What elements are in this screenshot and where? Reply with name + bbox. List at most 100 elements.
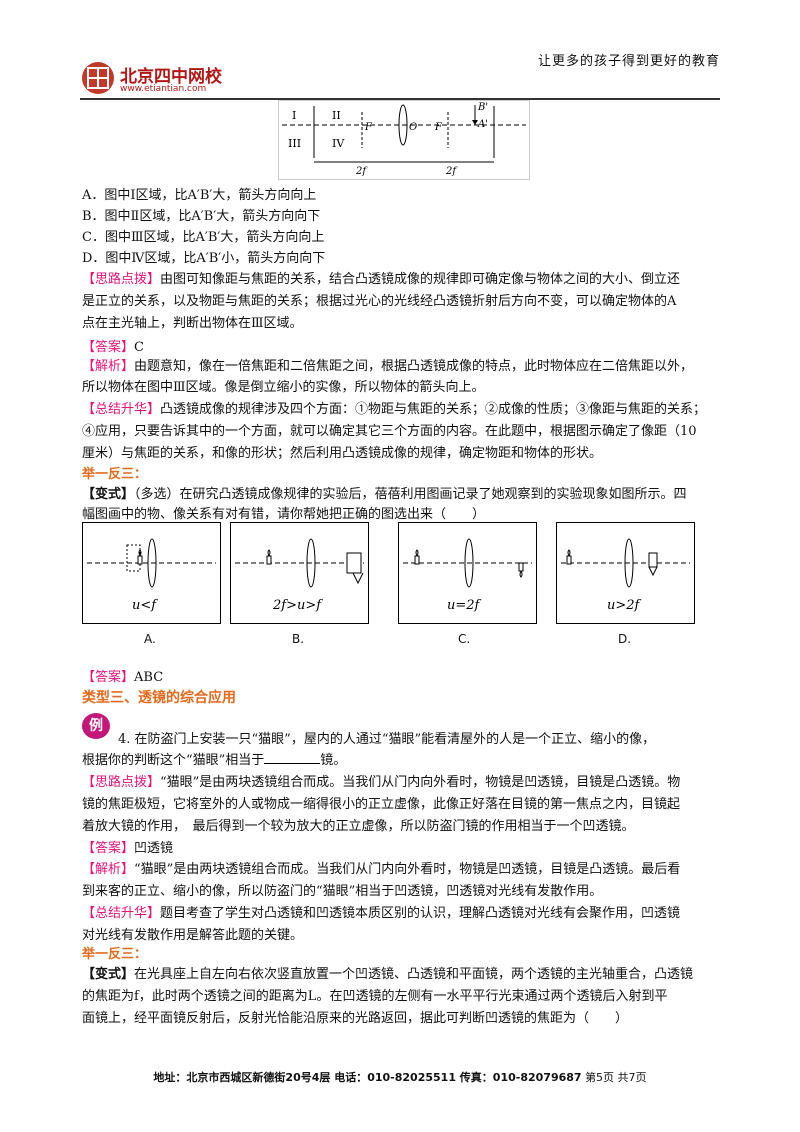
- option-d: D．图中Ⅳ区域，比A′B′小，箭头方向向下: [82, 251, 326, 266]
- distance-label-left: 2f: [355, 166, 368, 177]
- flame: [567, 549, 571, 557]
- variant1-line-2: 幅图画中的物、像关系有对有错，请你帮她把正确的图选出来（ ）: [82, 507, 486, 522]
- q1-answer-tag: 【答案】: [82, 340, 135, 355]
- q1-summary-text-1: 凸透镜成像的规律涉及四个方面：①物距与焦距的关系；②成像的性质；③像距与焦距的关…: [160, 402, 707, 417]
- logo-url: www.etiantian.com: [120, 84, 207, 94]
- panel-c-drawing: u=2f: [403, 538, 532, 613]
- q4-summary-tag: 【总结升华】: [82, 906, 161, 921]
- q1-hint-line-2: 是正立的关系，以及物距与焦距的关系；根据过光心的光线经凸透镜折射后方向不变，可以…: [82, 294, 677, 309]
- convex-lens: [464, 538, 474, 588]
- candle: [266, 555, 272, 565]
- school-logo: 北京四中网校 www.etiantian.com: [80, 60, 260, 98]
- q4-summary-line-2: 对光线有发散作用是解答此题的关键。: [82, 928, 304, 943]
- convex-lens: [398, 104, 408, 146]
- option-a: A．图中Ⅰ区域，比A′B′大，箭头方向向上: [82, 188, 317, 203]
- q1-analysis-line-2: 所以物体在图中Ⅲ区域。像是倒立缩小的实像，所以物体的箭头向上。: [82, 380, 485, 395]
- q4-answer-line: 【答案】凹透镜: [82, 841, 173, 857]
- logo-name: 北京四中网校: [120, 67, 222, 87]
- distance-label-right: 2f: [445, 166, 458, 177]
- inverted-image: [352, 572, 364, 585]
- q4-hint-text-1: “猫眼”是由两块透镜组合而成。当我们从门内向外看时，物镜是凹透镜，目镜是凸透镜。…: [160, 775, 681, 790]
- q1-summary-line-3: 厘米）与焦距的关系，和像的形状；然后利用凸透镜成像的规律，确定物距和物体的形状。: [82, 446, 603, 461]
- q1-analysis-line-1: 【解析】由题意知，像在一倍焦距和二倍焦距之间，根据凸透镜成像的特点，此时物体应在…: [82, 359, 693, 375]
- header-rule: [80, 98, 720, 100]
- optical-center-label: O: [409, 122, 417, 133]
- variant2-line-3: 面镜上，经平面镜反射后，反射光恰能沿原来的光路返回，据此可判断凹透镜的焦距为（ …: [82, 1011, 629, 1026]
- q4-analysis-text-1: “猫眼”是由两块透镜组合而成。当我们从门内向外看时，物镜是凹透镜，目镜是凸透镜。…: [134, 862, 681, 877]
- inverted-flame: [519, 570, 523, 578]
- logo-emblem-icon: [82, 62, 114, 94]
- q4-hint-line-3: 着放大镜的作用， 最后得到一个较为放大的正立虚像，所以防盗门镜的作用相当于一个凹…: [82, 819, 635, 834]
- inverted-image: [648, 566, 658, 577]
- variant1-answer-line: 【答案】ABC: [82, 670, 163, 686]
- candle: [414, 555, 420, 565]
- variant2-text-1: 在光具座上自左向右依次竖直放置一个凹透镜、凸透镜和平面镜，两个透镜的主光轴重合，…: [134, 967, 694, 982]
- option-b: B．图中Ⅱ区域，比A′B′大，箭头方向向下: [82, 209, 321, 224]
- convex-lens: [306, 538, 316, 588]
- section-title: 类型三、透镜的综合应用: [82, 690, 236, 706]
- q4-analysis-line-1: 【解析】“猫眼”是由两块透镜组合而成。当我们从门内向外看时，物镜是凹透镜，目镜是…: [82, 862, 680, 878]
- q4-hint-line-1: 【思路点拨】“猫眼”是由两块透镜组合而成。当我们从门内向外看时，物镜是凹透镜，目…: [82, 775, 680, 791]
- panel-b-label: B.: [292, 632, 305, 646]
- q1-analysis-tag: 【解析】: [82, 359, 135, 374]
- q4-summary-line-1: 【总结升华】题目考查了学生对凸透镜和凹透镜本质区别的认识，理解凸透镜对光线有会聚…: [82, 906, 680, 922]
- q1-hint-text-1: 由图可知像距与焦距的关系，结合凸透镜成像的规律即可确定像与物体之间的大小、倒立还: [160, 272, 681, 287]
- focus-label-left: F: [364, 122, 373, 133]
- panel-a-label: A.: [144, 632, 156, 646]
- candle: [566, 555, 572, 565]
- q4-summary-text-1: 题目考查了学生对凸透镜和凹透镜本质区别的认识，理解凸透镜对光线有会聚作用，凹透镜: [160, 906, 681, 921]
- q4-hint-tag: 【思路点拨】: [82, 775, 161, 790]
- region-label-I: I: [292, 109, 296, 122]
- variant1-answer-value: ABC: [134, 670, 164, 685]
- q1-hint-line-1: 【思路点拨】由图可知像距与焦距的关系，结合凸透镜成像的规律即可确定像与物体之间的…: [82, 272, 680, 288]
- panel-b-drawing: 2f>u>f: [235, 538, 364, 613]
- convex-lens: [147, 538, 157, 588]
- figure-panel-a: u<f: [82, 522, 221, 624]
- panel-d-drawing: u>2f: [561, 538, 690, 613]
- header-slogan: 让更多的孩子得到更好的教育: [537, 54, 720, 69]
- q1-answer-line: 【答案】C: [82, 340, 144, 356]
- q4-answer-tag: 【答案】: [82, 841, 135, 856]
- q1-summary-line-2: ④应用，只要告诉其中的一个方面，就可以确定其它三个方面的内容。在此题中，根据图示…: [82, 424, 697, 439]
- page-footer: 地址：北京市西城区新德街20号4层 电话：010-82025511 传真：010…: [0, 1069, 800, 1085]
- q1-summary-tag: 【总结升华】: [82, 402, 161, 417]
- q1-hint-tag: 【思路点拨】: [82, 272, 161, 287]
- panel-c-caption: u=2f: [447, 598, 482, 613]
- region-label-III: III: [288, 137, 301, 150]
- q4-analysis-tag: 【解析】: [82, 862, 135, 877]
- variant1-text-1: （多选）在研究凸透镜成像规律的实验后，蓓蓓利用图画记录了她观察到的实验现象如图所…: [134, 487, 687, 502]
- image-box: [648, 552, 658, 568]
- panel-d-caption: u>2f: [607, 598, 642, 613]
- variant1-tag: 【变式】: [82, 487, 135, 502]
- figure-panel-c: u=2f: [398, 522, 537, 624]
- diagram-border: [278, 100, 530, 180]
- panel-a-drawing: u<f: [87, 538, 216, 613]
- panel-d-label: D.: [618, 632, 632, 646]
- lens-regions-diagram: I II III IV F O F B' A' 2f 2f: [278, 100, 530, 180]
- q4-stem-text: 根据你的判断这个“猫眼”相当于: [82, 753, 265, 768]
- variant2-line-1: 【变式】在光具座上自左向右依次竖直放置一个凹透镜、凸透镜和平面镜，两个透镜的主光…: [82, 967, 693, 983]
- flame: [267, 549, 271, 557]
- region-label-IV: IV: [332, 137, 345, 150]
- q4-answer-blank: [264, 763, 321, 764]
- region-label-II: II: [332, 109, 341, 122]
- practice-heading-1: 举一反三：: [82, 467, 148, 482]
- variant1-answer-tag: 【答案】: [82, 670, 135, 685]
- image-base-label: A': [477, 119, 488, 130]
- footer-page-number: 第5页 共7页: [585, 1071, 647, 1084]
- image-box: [346, 552, 362, 574]
- q4-answer-value: 凹透镜: [134, 841, 174, 856]
- flame: [415, 549, 419, 557]
- focus-label-right: F: [434, 122, 443, 133]
- q4-hint-line-2: 镜的焦距极短，它将室外的人或物成一缩得很小的正立虚像，此像正好落在目镜的第一焦点…: [82, 797, 681, 812]
- variant2-line-2: 的焦距为f，此时两个透镜之间的距离为L。在凹透镜的左侧有一水平平行光束通过两个透…: [82, 989, 668, 1004]
- q4-stem-line-2: 根据你的判断这个“猫眼”相当于镜。: [82, 753, 346, 769]
- convex-lens: [624, 538, 634, 588]
- figure-panel-b: 2f>u>f: [230, 522, 369, 624]
- q4-stem-line-1: 4. 在防盗门上安装一只“猫眼”，屋内的人通过“猫眼”能看清屋外的人是一个正立、…: [118, 732, 656, 747]
- q1-analysis-text-1: 由题意知，像在一倍焦距和二倍焦距之间，根据凸透镜成像的特点，此时物体应在二倍焦距…: [134, 359, 694, 374]
- example-badge: 例: [82, 713, 110, 739]
- panel-a-caption: u<f: [132, 598, 158, 613]
- image-arrowhead: [472, 120, 478, 125]
- inverted-candle: [518, 562, 524, 572]
